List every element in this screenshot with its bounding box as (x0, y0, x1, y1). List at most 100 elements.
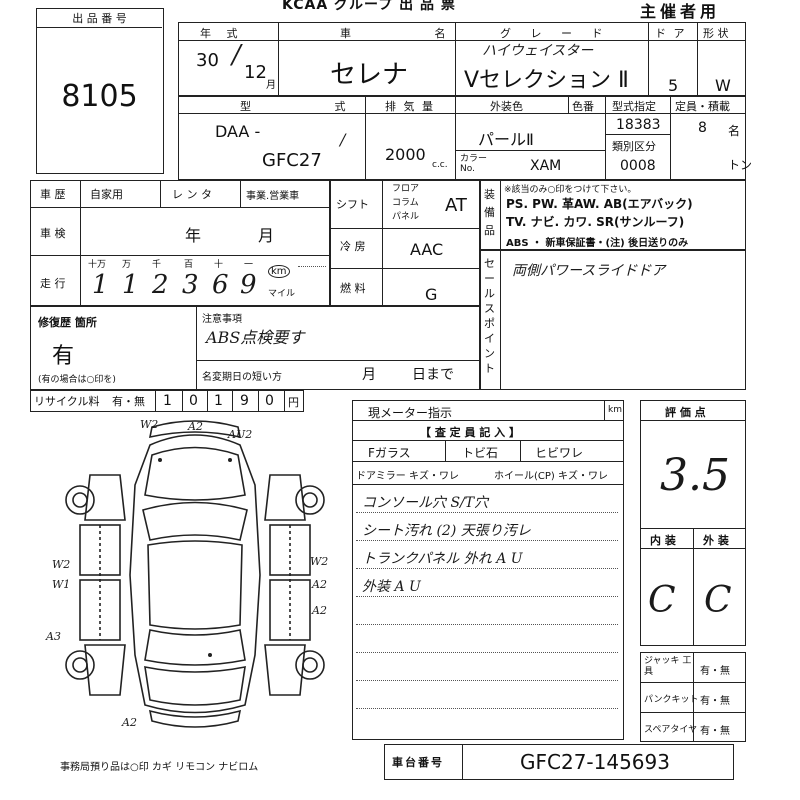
year-value: 30 (196, 50, 219, 71)
mileage-digit-4: 3 (182, 270, 199, 300)
mileage-label: 走 行 (40, 277, 66, 290)
chassis-number: GFC27-145693 (520, 750, 670, 774)
specs-box (330, 180, 480, 306)
meter-box (352, 400, 624, 740)
km-option[interactable]: km (268, 265, 290, 278)
mark-4: W2 (310, 555, 329, 568)
mark-8: A2 (312, 604, 327, 617)
doors-value: 5 (668, 76, 679, 95)
tool-puncture-value[interactable]: 有・無 (700, 696, 730, 707)
lot-number: 8105 (61, 79, 138, 114)
shift-panel[interactable]: パネル (392, 212, 420, 222)
capacity-value: 8 (698, 120, 707, 136)
mileage-digit-5: 6 (212, 270, 229, 300)
history-private[interactable]: 自家用 (90, 188, 123, 201)
class-label: 類別区分 (612, 140, 656, 153)
recycle-label: リサイクル料 (34, 395, 100, 408)
repair-notes-box (30, 306, 480, 390)
fuel-value: G (425, 285, 438, 304)
color-num-label: 色番 (572, 100, 594, 113)
car-damage-diagram (65, 420, 325, 728)
mark-1: W2 (140, 418, 159, 431)
mark-7: A2 (312, 578, 327, 591)
model-value: GFC27 (262, 150, 322, 171)
organizer-label: 主催者用 (640, 2, 721, 21)
mileage-digit-2: 1 (122, 270, 139, 300)
meter-label: 現メーター指示 (368, 406, 453, 420)
sales-point-text: 両側パワースライドドア (512, 263, 666, 279)
mileage-digit-1: 1 (92, 270, 109, 300)
displacement-label: 排 気 量 (385, 100, 435, 113)
row1-box (178, 22, 746, 96)
wheel-label: ホイール(CP) キズ・ワレ (494, 471, 608, 482)
tool-jack-label: ジャッキ 工具 (644, 656, 692, 677)
remark-3: トランクパネル 外れ A U (362, 551, 523, 567)
exterior-grade: C (704, 580, 732, 621)
model-prefix: DAA - (215, 122, 261, 141)
tool-puncture-label: パンクキット (644, 695, 699, 705)
lot-label: 出 品 番 号 (72, 12, 127, 25)
doors-label: ド ア (655, 27, 687, 40)
car-name-label: 車 名 (340, 27, 486, 40)
color-value: パールⅡ (478, 130, 534, 149)
footer-text: 事務局預り品は○印 カギ リモコン ナビロム (60, 762, 259, 773)
chassis-box (384, 744, 734, 780)
type-spec-label: 型式指定 (612, 100, 656, 113)
mark-2: A2 (188, 420, 203, 433)
shift-value: AT (445, 195, 467, 216)
grade-value: Vセレクション Ⅱ (464, 68, 629, 93)
header-title: KCAA グループ 出 品 票 (282, 0, 456, 13)
interior-label: 内 装 (650, 534, 676, 547)
recycle-yes-no[interactable]: 有・無 (112, 395, 145, 408)
mark-10: A2 (122, 716, 137, 729)
shift-floor[interactable]: フロア (392, 184, 420, 194)
repair-value: 有 (52, 344, 75, 369)
equipment-line-1: PS. PW. 革AW. AB(エアバック) (506, 197, 693, 211)
mark-5: W1 (52, 578, 71, 591)
capacity-label: 定員・積載 (675, 100, 730, 113)
equipment-line-2: TV. ナビ. カワ. SR(サンルーフ) (506, 215, 685, 229)
recycle-box (30, 390, 304, 412)
car-name: セレナ (330, 60, 409, 90)
mirror-label: ドアミラー キズ・ワレ (356, 471, 459, 482)
remark-2: シート汚れ (2) 天張り汚レ (362, 523, 531, 539)
grade-label: グ レ ー ド (500, 27, 611, 40)
mark-3: AU2 (228, 428, 253, 441)
notes-label: 注意事項 (202, 314, 242, 325)
ac-value: AAC (410, 240, 444, 259)
f-glass-label: Fガラス (368, 446, 411, 460)
hibiware-label: ヒビワレ (535, 446, 584, 460)
history-box (30, 180, 330, 306)
notes-text: ABS点検要す (206, 328, 305, 347)
month-value: 12 (244, 62, 267, 83)
exterior-label: 外 装 (703, 534, 729, 547)
row2-box (178, 96, 746, 180)
tool-spare-label: スペアタイヤ (644, 725, 698, 735)
interior-grade: C (648, 580, 676, 621)
ac-label: 冷 房 (340, 240, 366, 253)
color-no-value: XAM (530, 158, 562, 174)
lot-box: 出 品 番 号 8105 (36, 8, 164, 174)
remark-1: コンソール穴 S/T穴 (362, 495, 489, 511)
tobiishi-label: トビ石 (462, 446, 499, 460)
shape-label: 形 状 (703, 27, 729, 40)
shape-value: W (715, 76, 731, 95)
remark-4: 外装 A U (362, 579, 421, 595)
mileage-digit-3: 2 (152, 270, 169, 300)
mile-option[interactable]: マイル (268, 289, 296, 299)
tool-spare-value[interactable]: 有・無 (700, 726, 730, 737)
shift-label: シフト (336, 198, 369, 211)
mileage-digit-6: 9 (240, 270, 257, 300)
class-value: 0008 (620, 158, 656, 174)
grade-handwritten: ハイウェイスター (482, 43, 594, 59)
tool-jack-value[interactable]: 有・無 (700, 666, 730, 677)
sales-point-box (480, 250, 746, 390)
year-label: 年 式 (200, 27, 244, 40)
history-business[interactable]: 事業.営業車 (246, 191, 300, 202)
chassis-label: 車台番号 (392, 756, 444, 769)
mark-6: W2 (52, 558, 71, 571)
repair-label: 修復歴 箇所 (38, 316, 97, 329)
history-rental[interactable]: レ ン タ (172, 188, 212, 201)
shift-column[interactable]: コラム (392, 198, 419, 208)
sales-point-label: セールスポイント (484, 257, 495, 375)
